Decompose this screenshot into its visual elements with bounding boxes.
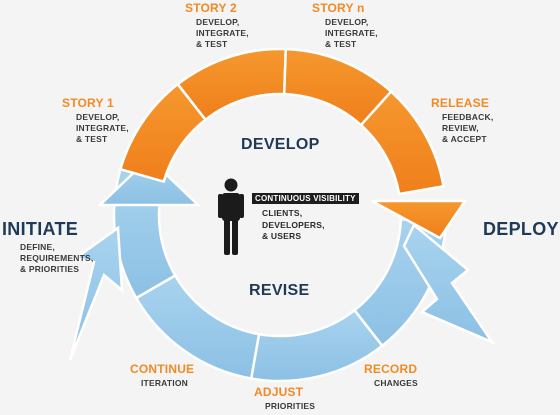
release-segment [359,89,445,196]
revise-ring [68,156,496,383]
adjust-details: PRIORITIES [265,401,316,411]
record-stage: RECORD [364,362,417,376]
initiate-details: DEFINE, REQUIREMENTS, & PRIORITIES [20,242,94,274]
story1-title: STORY 1 [62,96,114,110]
storyn-title: STORY n [312,1,365,15]
continuous-visibility-badge: CONTINUOUS VISIBILITY [252,193,359,204]
continue-title: CONTINUE [130,362,195,376]
record-title: RECORD [364,362,418,376]
adjust-segment [249,308,384,383]
initiate-arrowhead [96,156,202,207]
release-arrowhead [371,199,468,240]
deploy-arrow [402,223,496,345]
deploy-title: DEPLOY [483,219,559,239]
release-title: RELEASE [431,96,490,110]
person-icon [218,178,244,255]
stakeholder-clients: CLIENTS, [262,208,303,218]
revise-title: REVISE [249,282,310,299]
release-stage: RELEASE [431,96,489,110]
record-details: CHANGES [374,378,418,388]
continue-stage: CONTINUE [130,362,194,376]
adjust-stage: ADJUST [254,385,303,399]
stakeholders-list: CLIENTS, DEVELOPERS, & USERS [262,208,325,243]
story2-details: DEVELOP, INTEGRATE, & TEST [196,17,249,49]
story1-stage: STORY 1 [62,96,132,110]
stakeholder-developers: DEVELOPERS, [262,219,325,230]
develop-title: DEVELOP [241,136,320,153]
deploy-stage: DEPLOY [483,219,559,240]
story2-title: STORY 2 [185,1,237,15]
initiate-title: INITIATE [2,219,79,239]
story1-details: DEVELOP, INTEGRATE, & TEST [76,112,129,144]
initiate-stage: INITIATE [2,219,78,240]
initiate-inflow-arrow [68,225,124,361]
release-details: FEEDBACK, REVIEW, & ACCEPT [442,112,494,144]
continue-details: ITERATION [141,378,188,388]
stakeholder-users: & USERS [262,231,302,241]
story2-stage: STORY 2 [185,1,237,15]
storyn-stage: STORY n [312,1,365,15]
storyn-details: DEVELOP, INTEGRATE, & TEST [325,17,378,49]
adjust-title: ADJUST [254,385,304,399]
develop-ring [118,47,468,240]
